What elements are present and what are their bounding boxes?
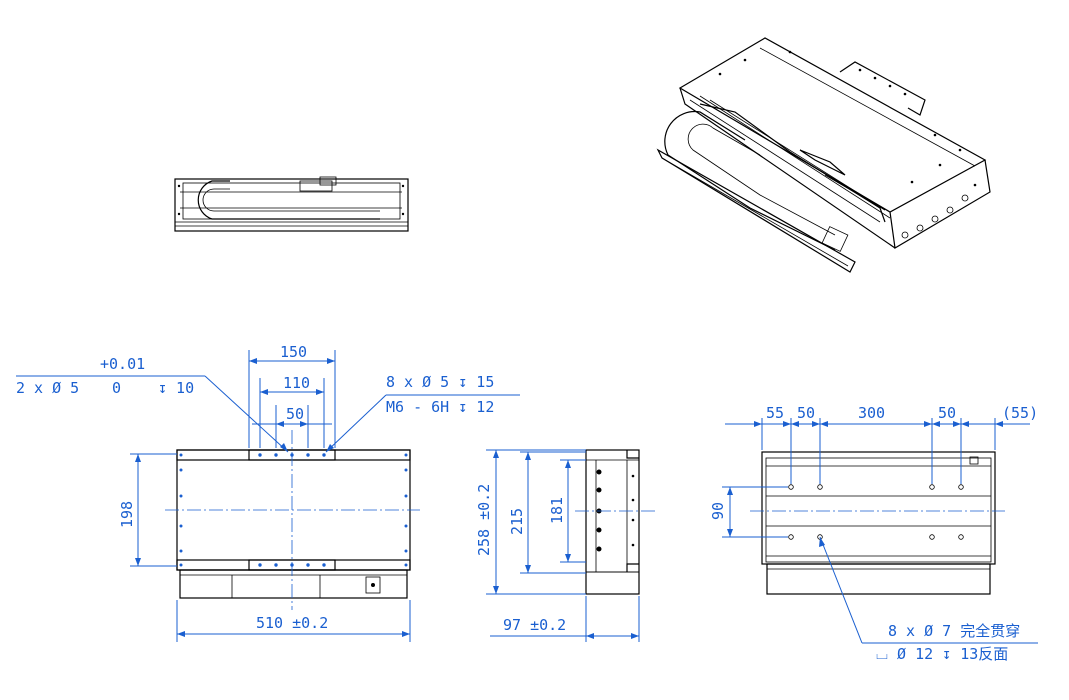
tolerance-zero-text: 0 xyxy=(112,379,121,397)
thread-note-2-text: M6 - 6H ↧ 12 xyxy=(386,398,494,416)
dim-110-text: 110 xyxy=(283,374,310,392)
front-view xyxy=(16,350,520,642)
dim-90-text: 90 xyxy=(709,502,727,520)
dim-55-ref-text: (55) xyxy=(1002,404,1038,422)
dim-50b-text: 50 xyxy=(938,404,956,422)
depth-note-text: ↧ 10 xyxy=(158,379,194,397)
dim-198-text: 198 xyxy=(118,501,136,528)
dim-50-text: 50 xyxy=(286,405,304,423)
side-view xyxy=(486,449,655,642)
hole-note-text: 2 x Ø 5 xyxy=(16,379,79,397)
dim-97-text: 97 ±0.2 xyxy=(503,616,566,634)
thread-note-1-text: 8 x Ø 5 ↧ 15 xyxy=(386,373,494,391)
tolerance-plus-text: +0.01 xyxy=(100,355,145,373)
dim-258-text: 258 ±0.2 xyxy=(475,484,493,556)
top-view-thumbnail xyxy=(174,176,409,232)
counterbore-note-text: ⌴ Ø 12 ↧ 13反面 xyxy=(876,645,1008,663)
dim-181-text: 181 xyxy=(548,497,566,524)
dim-150-text: 150 xyxy=(280,343,307,361)
isometric-view xyxy=(656,37,991,273)
through-hole-note-text: 8 x Ø 7 完全贯穿 xyxy=(888,622,1020,640)
dim-300-text: 300 xyxy=(858,404,885,422)
dim-510-text: 510 ±0.2 xyxy=(256,614,328,632)
dim-215-text: 215 xyxy=(508,508,526,535)
dim-50a-text: 50 xyxy=(797,404,815,422)
bottom-view xyxy=(722,418,1038,644)
dim-55-text: 55 xyxy=(766,404,784,422)
